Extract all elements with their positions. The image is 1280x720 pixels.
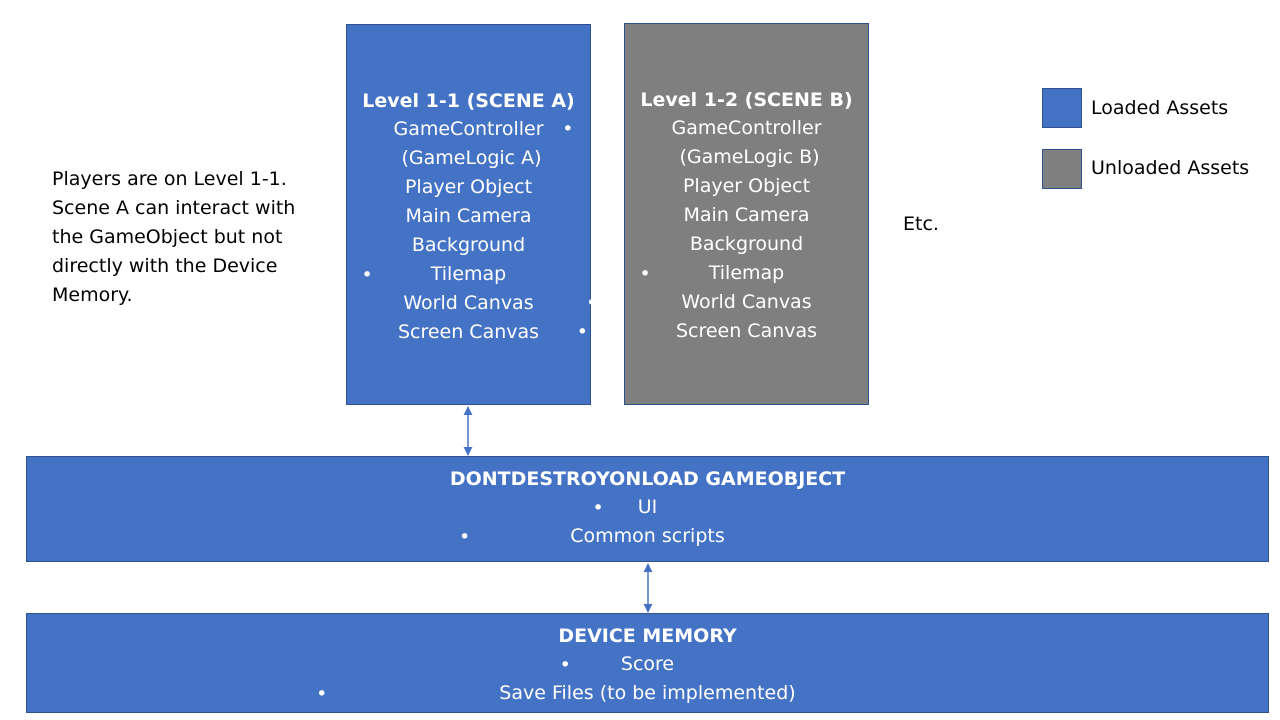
device-memory-item-save-files: Save Files (to be implemented) — [316, 680, 796, 709]
scene-a-item-tilemap: Tilemap — [362, 261, 507, 290]
scene-a-title: Level 1-1 (SCENE A) — [362, 90, 575, 112]
scene-a-item-player: Player Object — [314, 174, 533, 203]
scene-a-list: GameController (GameLogic A) Player Obje… — [284, 115, 590, 348]
device-memory-title: DEVICE MEMORY — [558, 625, 737, 647]
scene-a-item-screen-canvas: Screen Canvas — [299, 319, 540, 348]
scene-b-box: Level 1-2 (SCENE B) GameController (Game… — [562, 23, 869, 405]
scene-b-list: GameController (GameLogic B) Player Obje… — [562, 114, 868, 347]
scene-b-item-screen-canvas: Screen Canvas — [577, 318, 818, 347]
dontdestroyonload-item-ui: UI — [593, 494, 658, 523]
dontdestroyonload-list: UI Common scripts — [27, 493, 1268, 552]
scene-note: Players are on Level 1-1. Scene A can in… — [52, 168, 296, 306]
legend-loaded-swatch — [1042, 88, 1082, 128]
device-memory-box: DEVICE MEMORY Score Save Files (to be im… — [26, 613, 1269, 713]
scene-a-item-camera: Main Camera — [312, 203, 532, 232]
scene-b-item-camera: Main Camera — [590, 202, 810, 231]
legend-unloaded-label: Unloaded Assets — [1091, 157, 1250, 179]
scene-a-box: Level 1-1 (SCENE A) GameController (Game… — [284, 24, 591, 405]
dontdestroyonload-item-common-scripts: Common scripts — [459, 523, 725, 552]
scene-b-item-tilemap: Tilemap — [640, 260, 785, 289]
scene-b-item-gamelogic: (GameLogic B) — [679, 146, 820, 168]
scene-a-item-gamecontroller: GameController — [284, 116, 544, 145]
legend-loaded-label: Loaded Assets — [1091, 97, 1229, 119]
scene-b-item-gamecontroller: GameController — [562, 115, 822, 144]
etc-label: Etc. — [903, 213, 939, 235]
scene-b-item-background: Background — [604, 231, 804, 260]
scene-b-item-world-canvas: World Canvas — [586, 289, 812, 318]
device-memory-item-score: Score — [560, 651, 675, 680]
scene-a-item-background: Background — [326, 232, 526, 261]
device-memory-list: Score Save Files (to be implemented) — [27, 650, 1268, 709]
scene-b-item-player: Player Object — [592, 173, 811, 202]
dontdestroyonload-title: DONTDESTROYONLOAD GAMEOBJECT — [449, 468, 846, 490]
scene-a-item-world-canvas: World Canvas — [308, 290, 534, 319]
scene-a-item-gamelogic: (GameLogic A) — [401, 147, 542, 169]
dontdestroyonload-box: DONTDESTROYONLOAD GAMEOBJECT UI Common s… — [26, 456, 1269, 562]
legend-unloaded-swatch — [1042, 149, 1082, 189]
scene-b-title: Level 1-2 (SCENE B) — [640, 89, 853, 111]
